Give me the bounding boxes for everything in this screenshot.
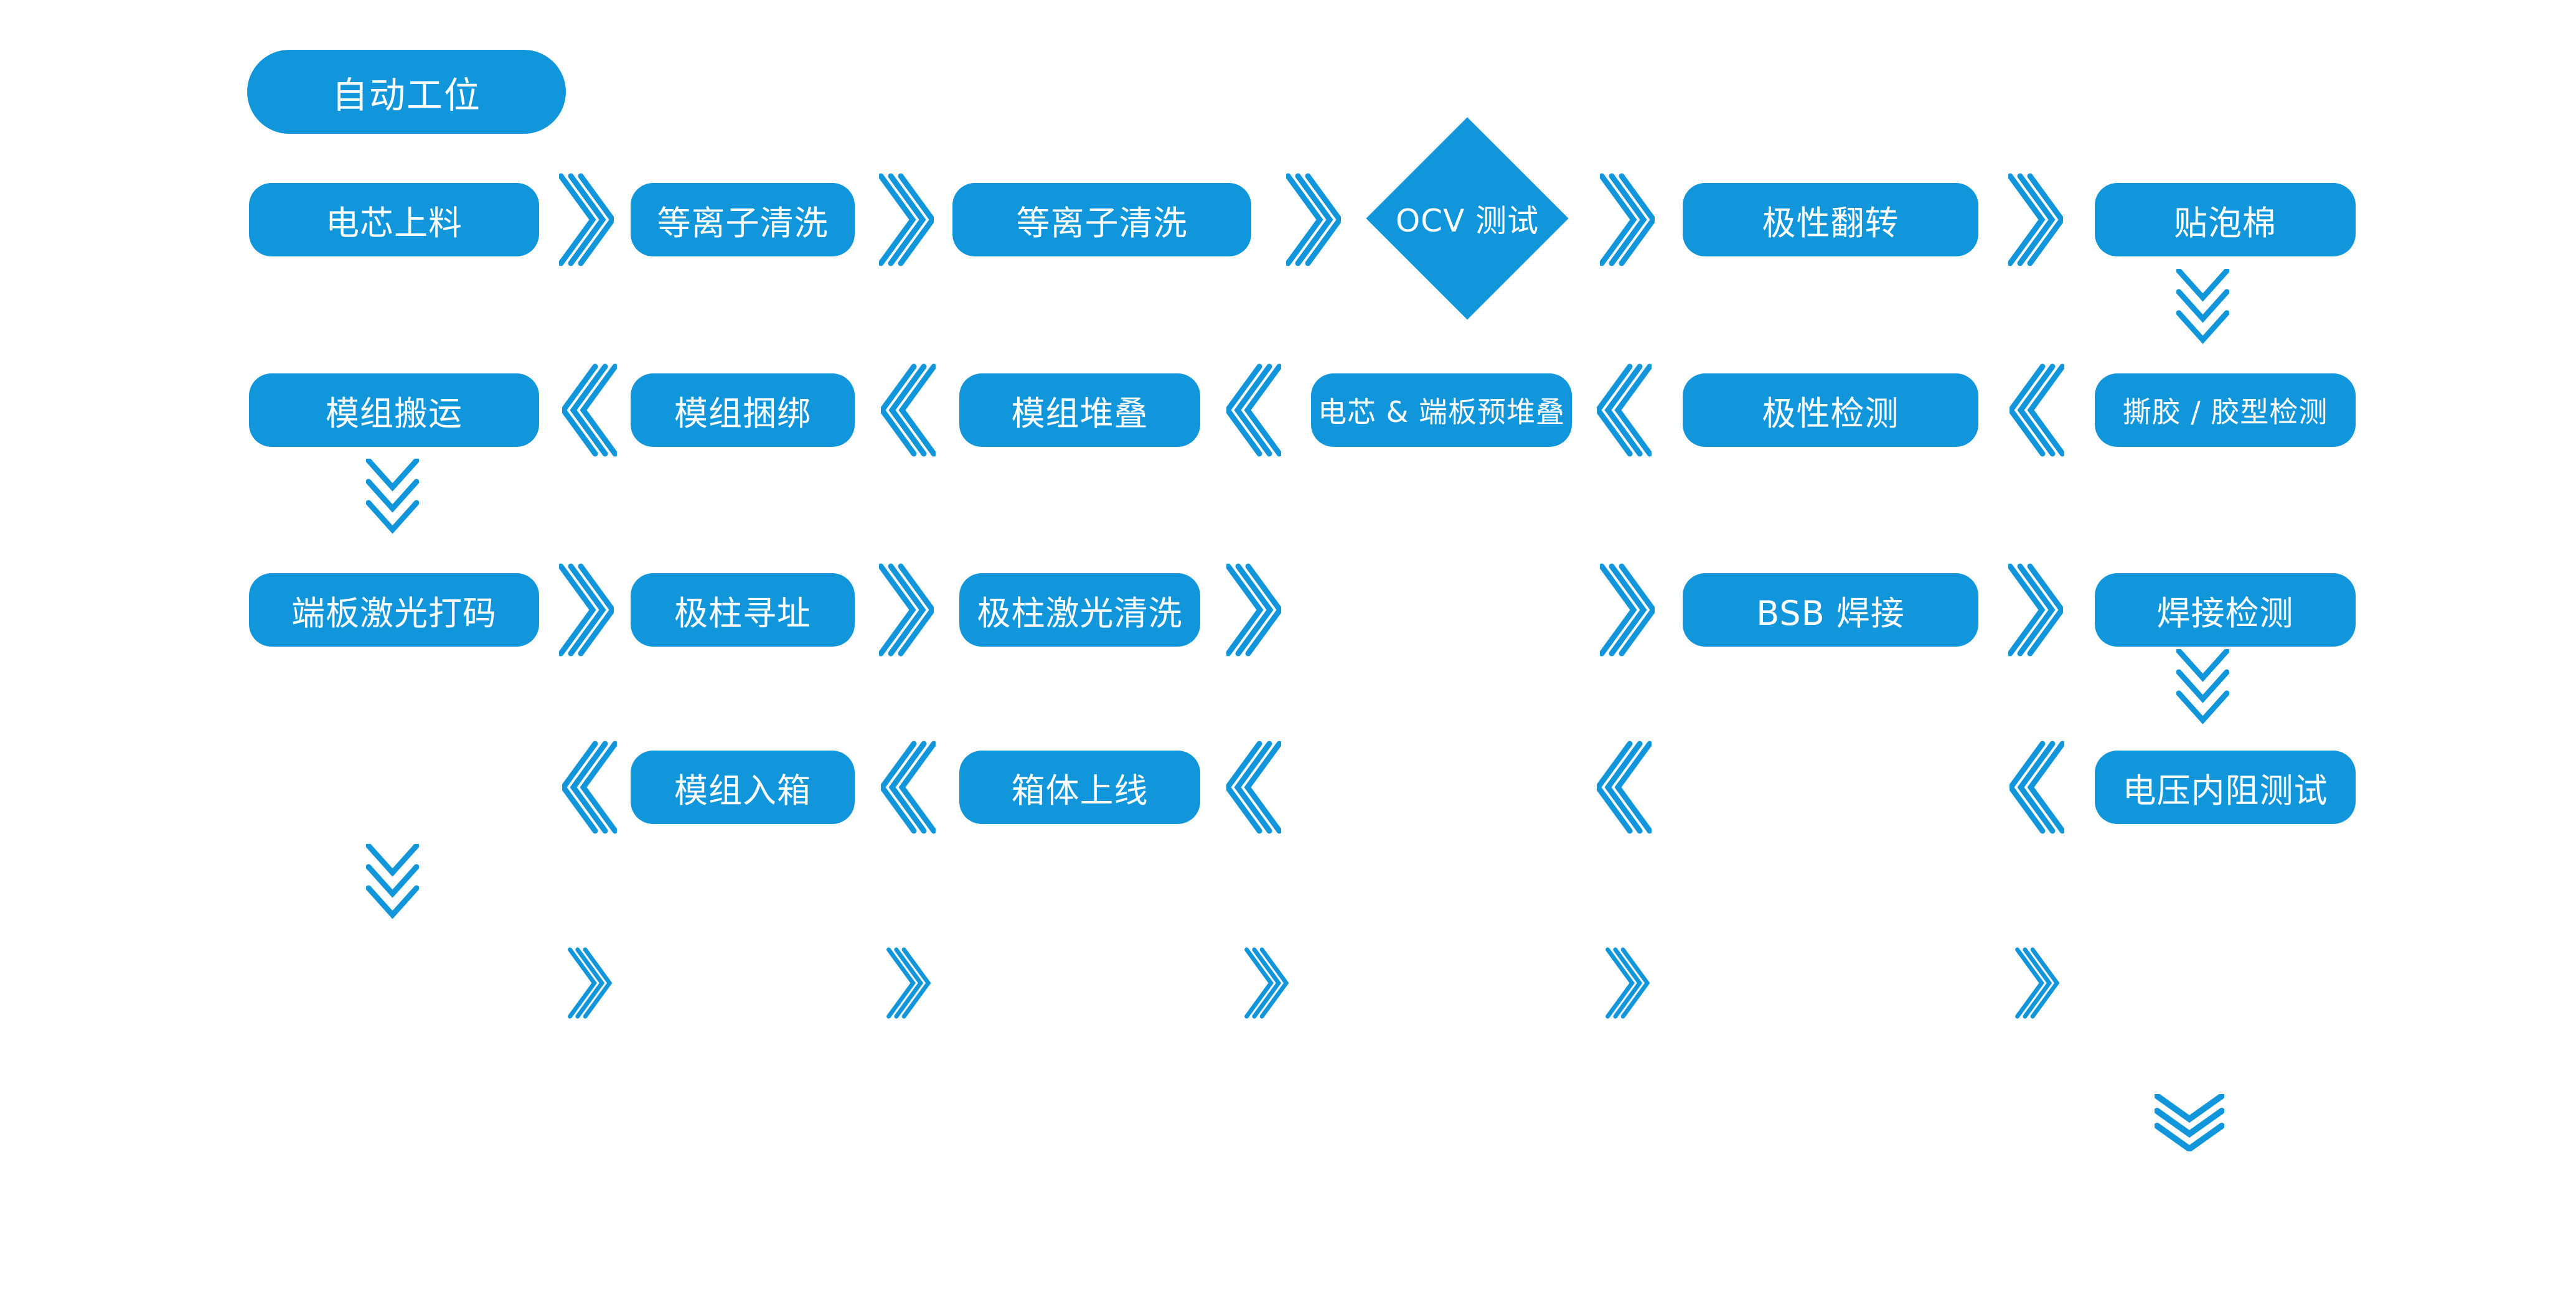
chevrons-left-icon xyxy=(2010,363,2064,457)
node-polarity-check: 极性检测 xyxy=(1683,373,1978,447)
chevrons-right-icon xyxy=(879,563,934,657)
node-plasma-cleaning-1: 等离子清洗 xyxy=(631,183,855,256)
chevrons-right-icon xyxy=(1239,947,1294,1019)
chevrons-down-icon xyxy=(2176,269,2229,353)
node-pole-addressing: 极柱寻址 xyxy=(631,573,855,647)
chevrons-right-icon xyxy=(2010,947,2064,1019)
chevrons-left-icon xyxy=(1226,741,1281,834)
node-module-transfer: 模组搬运 xyxy=(249,373,539,447)
node-cell-loading: 电芯上料 xyxy=(249,183,539,256)
chevrons-left-icon xyxy=(562,363,617,457)
node-box-loading: 箱体上线 xyxy=(959,751,1200,824)
node-voltage-ir-test: 电压内阻测试 xyxy=(2095,751,2356,824)
chevrons-down-wide-icon xyxy=(2155,1094,2224,1151)
node-welding-inspection: 焊接检测 xyxy=(2095,573,2356,647)
chevrons-right-icon xyxy=(1226,563,1281,657)
chevrons-right-icon xyxy=(2008,563,2063,657)
node-endplate-laser-marking: 端板激光打码 xyxy=(249,573,539,647)
chevrons-left-icon xyxy=(2010,741,2064,834)
chevrons-right-icon xyxy=(562,947,617,1019)
chevrons-right-icon xyxy=(1600,947,1655,1019)
chevrons-right-icon xyxy=(559,563,614,657)
node-tape-removal-glue-inspection: 撕胶 / 胶型检测 xyxy=(2095,373,2356,447)
node-module-stacking: 模组堆叠 xyxy=(959,373,1200,447)
chevrons-left-icon xyxy=(562,741,617,834)
node-module-into-box: 模组入箱 xyxy=(631,751,855,824)
chevrons-right-icon xyxy=(879,173,934,266)
node-bsb-welding: BSB 焊接 xyxy=(1683,573,1978,647)
chevrons-down-icon xyxy=(366,844,419,928)
chevrons-left-icon xyxy=(881,741,936,834)
chevrons-left-icon xyxy=(881,363,936,457)
legend-auto-station: 自动工位 xyxy=(247,50,566,134)
chevrons-right-icon xyxy=(1600,563,1655,657)
chevrons-right-icon xyxy=(2008,173,2063,266)
chevrons-right-icon xyxy=(1286,173,1341,266)
node-polarity-flip: 极性翻转 xyxy=(1683,183,1978,256)
chevrons-down-icon xyxy=(2176,649,2229,733)
node-cell-endplate-prestacking: 电芯 & 端板预堆叠 xyxy=(1311,373,1572,447)
chevrons-right-icon xyxy=(1600,173,1655,266)
chevrons-right-icon xyxy=(881,947,936,1019)
chevrons-left-icon xyxy=(1597,741,1652,834)
node-foam-application: 贴泡棉 xyxy=(2095,183,2356,256)
node-ocv-test-label: OCV 测试 xyxy=(1395,203,1539,239)
node-pole-laser-cleaning: 极柱激光清洗 xyxy=(959,573,1200,647)
node-plasma-cleaning-2: 等离子清洗 xyxy=(952,183,1251,256)
chevrons-right-icon xyxy=(559,173,614,266)
chevrons-left-icon xyxy=(1226,363,1281,457)
chevrons-down-icon xyxy=(366,459,419,543)
node-module-binding: 模组捆绑 xyxy=(631,373,855,447)
chevrons-left-icon xyxy=(1597,363,1652,457)
